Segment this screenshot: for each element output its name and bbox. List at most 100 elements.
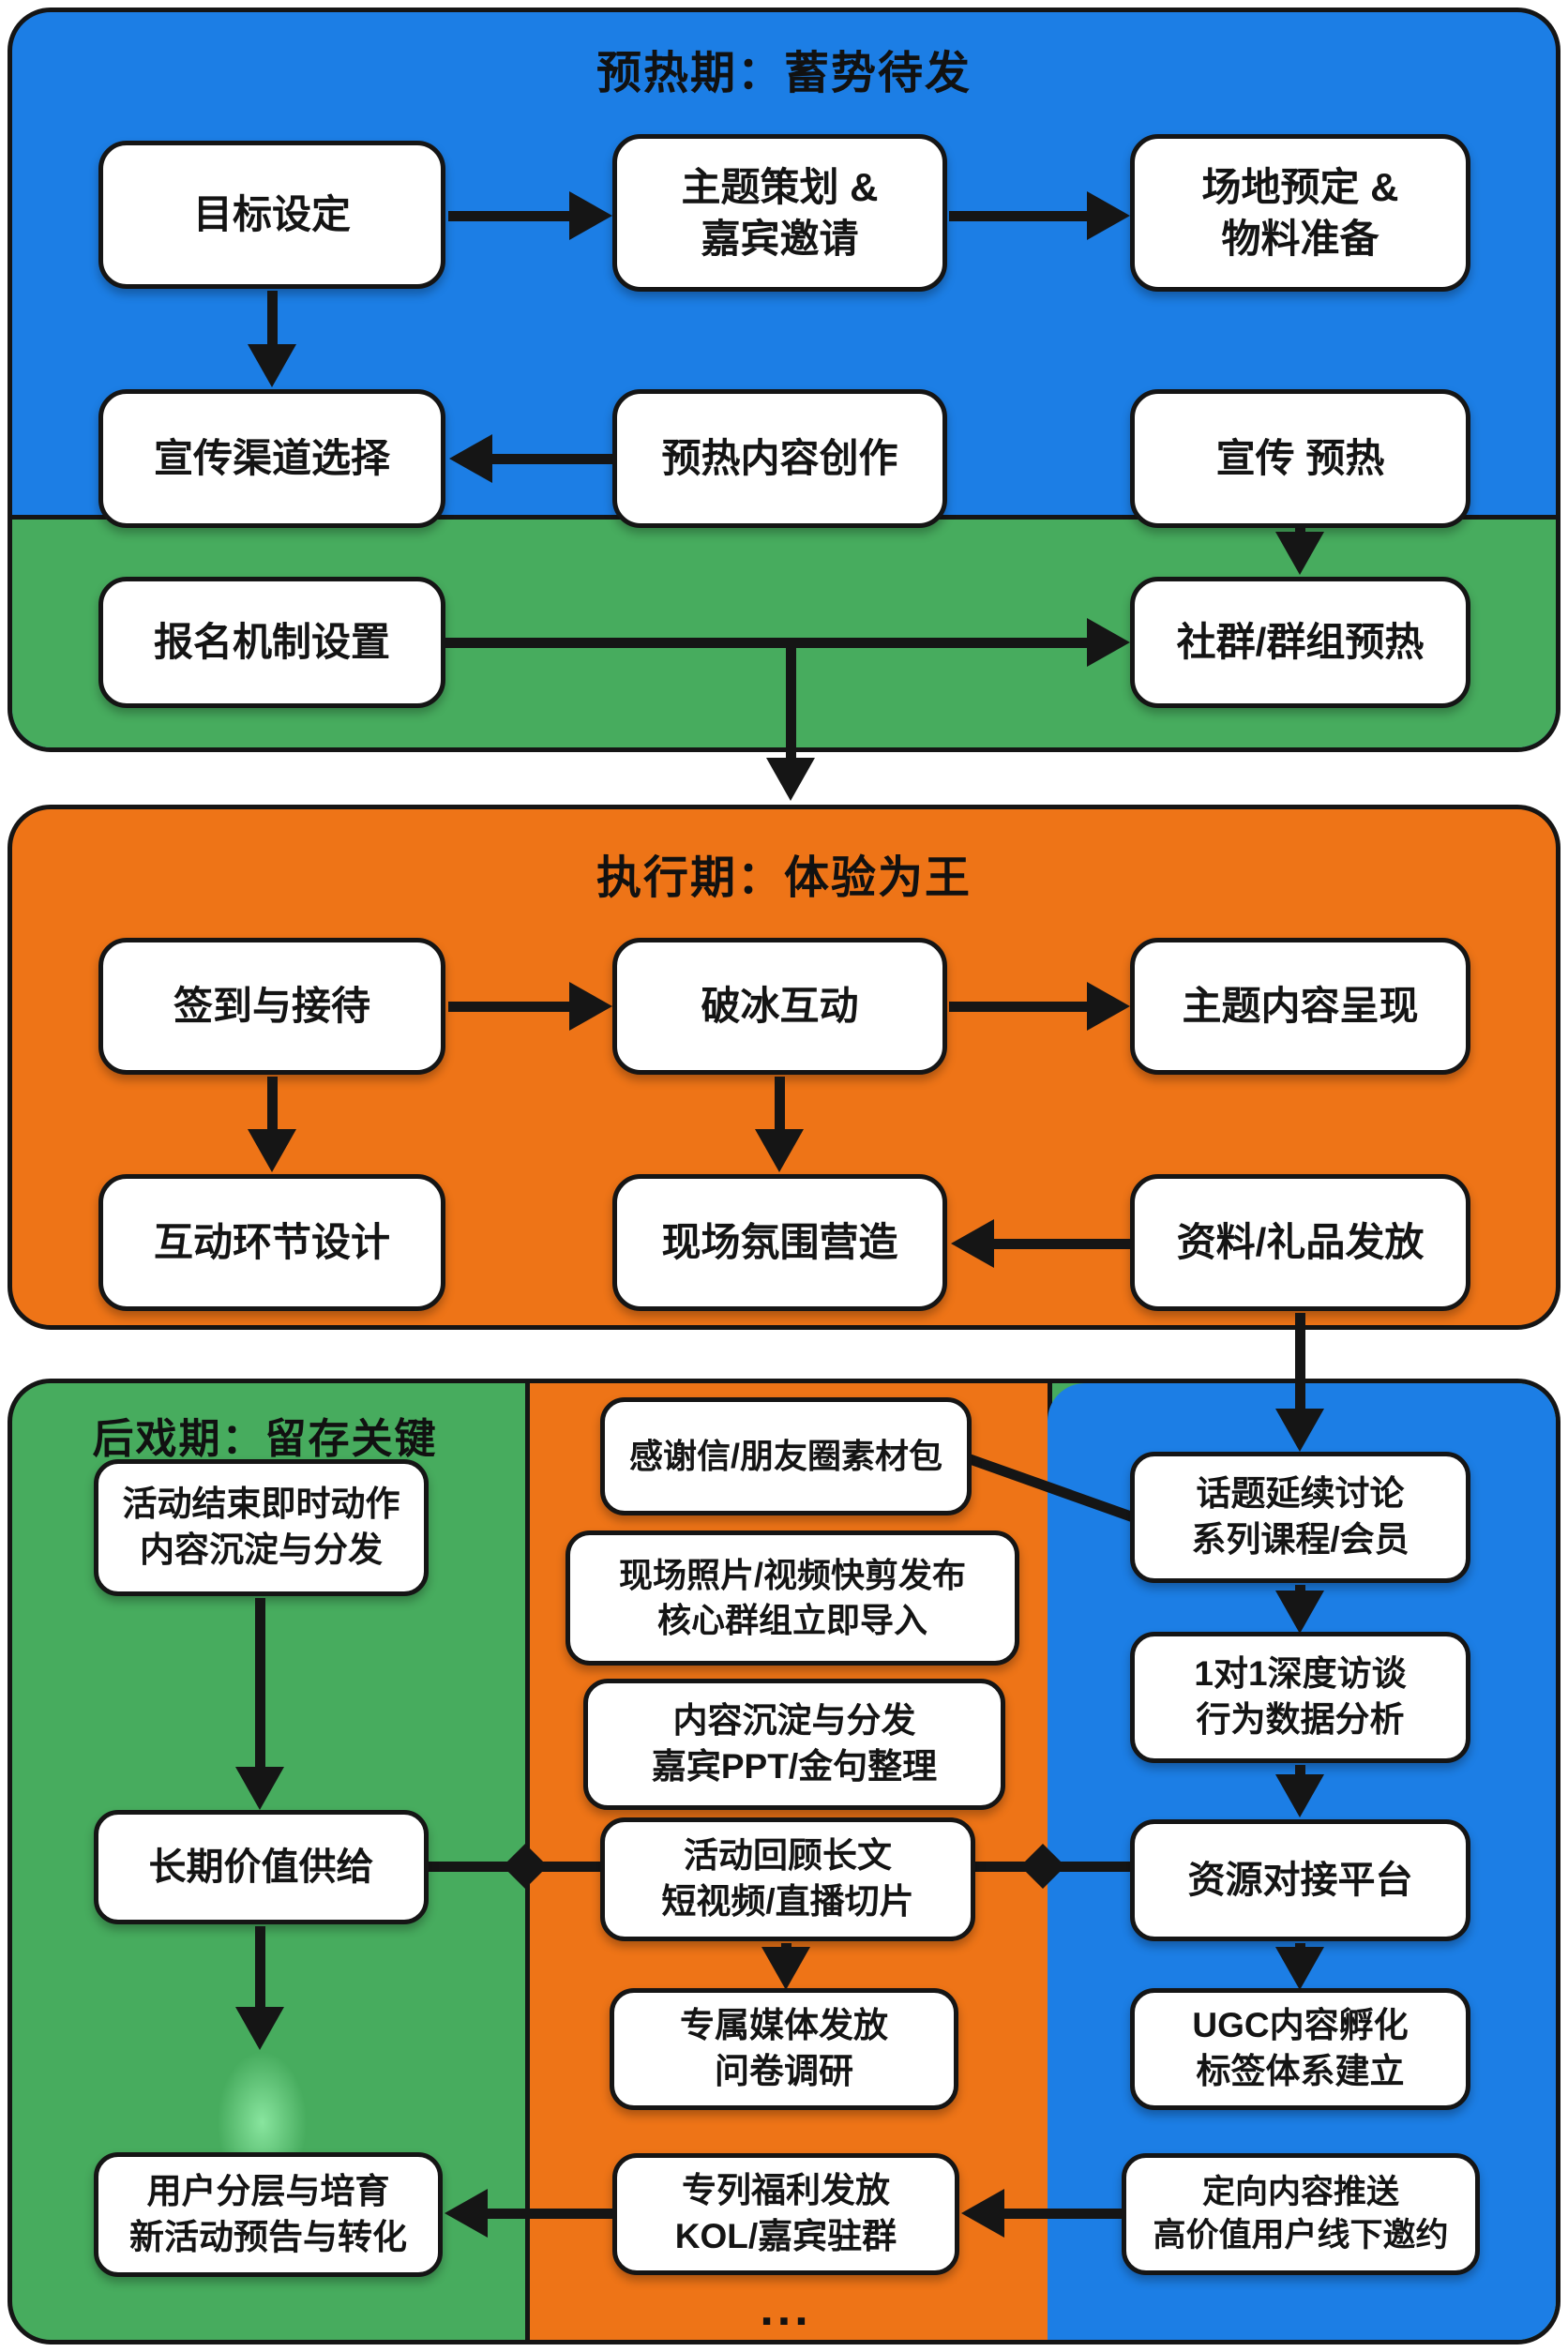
arrow-goal-to-theme-line — [448, 211, 571, 221]
arrow-topic-to-interview-line — [1295, 1585, 1305, 1592]
box-content-distribution: 内容沉淀与分发 嘉宾PPT/金句整理 — [583, 1679, 1005, 1810]
box-icebreaker: 破冰互动 — [612, 938, 947, 1075]
box-targeted-push: 定向内容推送 高价值用户线下邀约 — [1122, 2153, 1480, 2275]
box-deep-interview-line2: 行为数据分析 — [1196, 1700, 1405, 1739]
box-interaction-design: 互动环节设计 — [98, 1174, 445, 1311]
box-promo-warmup-label: 宣传 预热 — [1215, 436, 1385, 481]
box-topic-continuation-line1: 话题延续讨论 — [1196, 1474, 1405, 1514]
box-photos-video-release-line2: 核心群组立即导入 — [656, 1601, 927, 1639]
arrow-push-to-benefits-head — [961, 2189, 1004, 2238]
box-checkin-reception: 签到与接待 — [98, 938, 445, 1075]
arrow-endactions-to-longterm-head — [235, 1767, 284, 1810]
box-goal-setting-label: 目标设定 — [192, 192, 351, 237]
ellipsis-more: ... — [760, 2282, 812, 2336]
box-resource-platform-label: 资源对接平台 — [1187, 1859, 1413, 1901]
box-signup-mechanism: 报名机制设置 — [98, 577, 445, 708]
arrow-goal-to-channel-head — [248, 344, 296, 387]
box-user-segmentation-line1: 用户分层与培育 — [146, 2171, 390, 2210]
box-ugc-incubation: UGC内容孵化 标签体系建立 — [1130, 1988, 1470, 2110]
box-theme-presentation: 主题内容呈现 — [1130, 938, 1470, 1075]
arrow-icebreak-to-atmosphere-line — [775, 1077, 785, 1131]
box-goal-setting: 目标设定 — [98, 141, 445, 289]
arrow-branch-to-execution-head — [766, 758, 815, 801]
arrow-checkin-to-icebreak-line — [448, 1002, 571, 1012]
arrow-signup-to-community-line — [445, 638, 1089, 648]
box-event-end-actions: 活动结束即时动作 内容沉淀与分发 — [94, 1459, 429, 1596]
box-channel-selection: 宣传渠道选择 — [98, 389, 445, 528]
box-theme-planning: 主题策划 & 嘉宾邀请 — [612, 134, 947, 292]
box-longterm-value: 长期价值供给 — [94, 1810, 429, 1924]
warmup-phase-title: 预热期：蓄势待发 — [596, 49, 972, 98]
box-signup-mechanism-label: 报名机制设置 — [153, 620, 390, 665]
box-theme-presentation-label: 主题内容呈现 — [1182, 984, 1419, 1029]
arrow-icebreak-to-present-head — [1087, 982, 1130, 1031]
box-content-distribution-line1: 内容沉淀与分发 — [672, 1701, 916, 1741]
box-thanks-letter: 感谢信/朋友圈素材包 — [600, 1397, 972, 1515]
box-promo-warmup: 宣传 预热 — [1130, 389, 1470, 528]
arrow-benefits-to-segmentation-head — [445, 2189, 488, 2238]
box-warmup-content-label: 预热内容创作 — [661, 436, 898, 481]
arrow-checkin-to-icebreak-head — [569, 982, 612, 1031]
box-longterm-value-label: 长期价值供给 — [148, 1846, 374, 1888]
arrow-theme-to-venue-head — [1087, 191, 1130, 240]
box-user-segmentation: 用户分层与培育 新活动预告与转化 — [94, 2152, 443, 2277]
box-content-distribution-line2: 嘉宾PPT/金句整理 — [651, 1747, 938, 1786]
box-media-survey-line2: 问卷调研 — [715, 2052, 853, 2090]
box-targeted-push-line1: 定向内容推送 — [1201, 2173, 1399, 2210]
box-topic-continuation-line2: 系列课程/会员 — [1191, 1520, 1410, 1559]
box-interaction-design-label: 互动环节设计 — [153, 1220, 390, 1265]
post-phase-title: 后戏期：留存关键 — [92, 1416, 438, 1462]
box-thanks-letter-label: 感谢信/朋友圈素材包 — [628, 1437, 942, 1476]
box-deep-interview: 1对1深度访谈 行为数据分析 — [1130, 1632, 1470, 1763]
box-event-end-actions-line1: 活动结束即时动作 — [122, 1485, 400, 1524]
arrow-checkin-to-interaction-line — [267, 1077, 278, 1131]
box-gifts-distribution-label: 资料/礼品发放 — [1176, 1220, 1425, 1265]
box-venue-booking-line2: 物料准备 — [1221, 217, 1380, 261]
box-venue-booking: 场地预定 & 物料准备 — [1130, 134, 1470, 292]
box-theme-planning-line1: 主题策划 & — [681, 164, 879, 209]
arrow-resource-to-ugc-head — [1275, 1947, 1324, 1990]
arrow-benefits-to-segmentation-line — [488, 2209, 612, 2219]
arrow-promo-to-community-head — [1275, 532, 1324, 575]
box-media-survey-line1: 专属媒体发放 — [680, 2006, 888, 2045]
arrow-gifts-to-atmosphere-line — [994, 1239, 1130, 1249]
arrow-gifts-to-topic-head — [1275, 1409, 1324, 1452]
box-atmosphere-building-label: 现场氛围营造 — [661, 1220, 898, 1265]
arrow-push-to-benefits-line — [1004, 2209, 1122, 2219]
box-benefits-kol-group-line1: 专列福利发放 — [682, 2171, 890, 2210]
box-icebreaker-label: 破冰互动 — [701, 984, 859, 1029]
box-user-segmentation-line2: 新活动预告与转化 — [129, 2217, 407, 2256]
arrow-review-to-media-head — [761, 1947, 810, 1990]
box-theme-planning-line2: 嘉宾邀请 — [701, 217, 859, 261]
arrow-longterm-down-head — [235, 2007, 284, 2050]
box-topic-continuation: 话题延续讨论 系列课程/会员 — [1130, 1452, 1470, 1583]
arrow-gifts-to-atmosphere-head — [951, 1219, 994, 1268]
box-channel-selection-label: 宣传渠道选择 — [153, 436, 390, 481]
arrow-longterm-down-line — [255, 1926, 265, 2009]
box-community-warmup-label: 社群/群组预热 — [1176, 620, 1425, 665]
box-event-review-longform-line2: 短视频/直播切片 — [661, 1882, 914, 1921]
arrow-signup-to-community-head — [1087, 618, 1130, 667]
arrow-icebreak-to-atmosphere-head — [755, 1129, 804, 1172]
execution-phase-title: 执行期：体验为王 — [596, 853, 972, 903]
arrow-checkin-to-interaction-head — [248, 1129, 296, 1172]
box-resource-platform: 资源对接平台 — [1130, 1819, 1470, 1941]
box-targeted-push-line2: 高价值用户线下邀约 — [1153, 2217, 1449, 2254]
arrow-goal-to-theme-head — [569, 191, 612, 240]
box-venue-booking-line1: 场地预定 & — [1201, 164, 1399, 209]
box-deep-interview-line1: 1对1深度访谈 — [1194, 1654, 1407, 1694]
arrow-interview-to-resource-line — [1295, 1765, 1305, 1778]
box-benefits-kol-group: 专列福利发放 KOL/嘉宾驻群 — [612, 2153, 959, 2275]
box-photos-video-release: 现场照片/视频快剪发布 核心群组立即导入 — [565, 1530, 1019, 1666]
box-event-end-actions-line2: 内容沉淀与分发 — [140, 1530, 383, 1569]
arrow-interview-to-resource-head — [1275, 1774, 1324, 1817]
arrow-theme-to-venue-line — [949, 211, 1089, 221]
box-benefits-kol-group-line2: KOL/嘉宾驻群 — [674, 2217, 897, 2255]
arrow-branch-to-execution-line — [786, 642, 796, 760]
box-checkin-reception-label: 签到与接待 — [173, 984, 370, 1029]
box-event-review-longform: 活动回顾长文 短视频/直播切片 — [600, 1817, 975, 1941]
arrow-content-to-channel-head — [449, 434, 492, 483]
arrow-content-to-channel-line — [492, 454, 612, 464]
arrow-goal-to-channel-line — [267, 291, 278, 345]
